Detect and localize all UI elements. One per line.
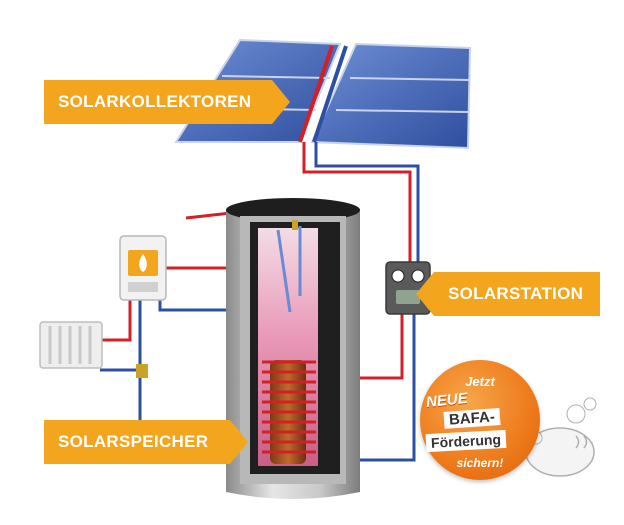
piggy-bank-icon (525, 397, 597, 477)
boiler-icon (119, 235, 167, 301)
station-label-text: SOLARSTATION (448, 284, 584, 303)
badge-line-2: NEUE (425, 389, 469, 412)
radiator-icon (39, 321, 148, 378)
badge-line-5: sichern! (456, 456, 504, 470)
badge-line-4: Förderung (425, 429, 507, 453)
storage-label: SOLARSPEICHER (44, 420, 248, 464)
collectors-label-text: SOLARKOLLEKTOREN (58, 92, 252, 111)
badge-line-3: BAFA- (443, 408, 501, 429)
badge-line-1: Jetzt (465, 374, 495, 389)
collectors-label: SOLARKOLLEKTOREN (44, 80, 290, 124)
funding-badge[interactable]: Jetzt NEUE BAFA- Förderung sichern! (420, 360, 540, 480)
station-label: SOLARSTATION (416, 272, 600, 316)
storage-label-text: SOLARSPEICHER (58, 432, 209, 451)
storage-tank (226, 198, 360, 499)
